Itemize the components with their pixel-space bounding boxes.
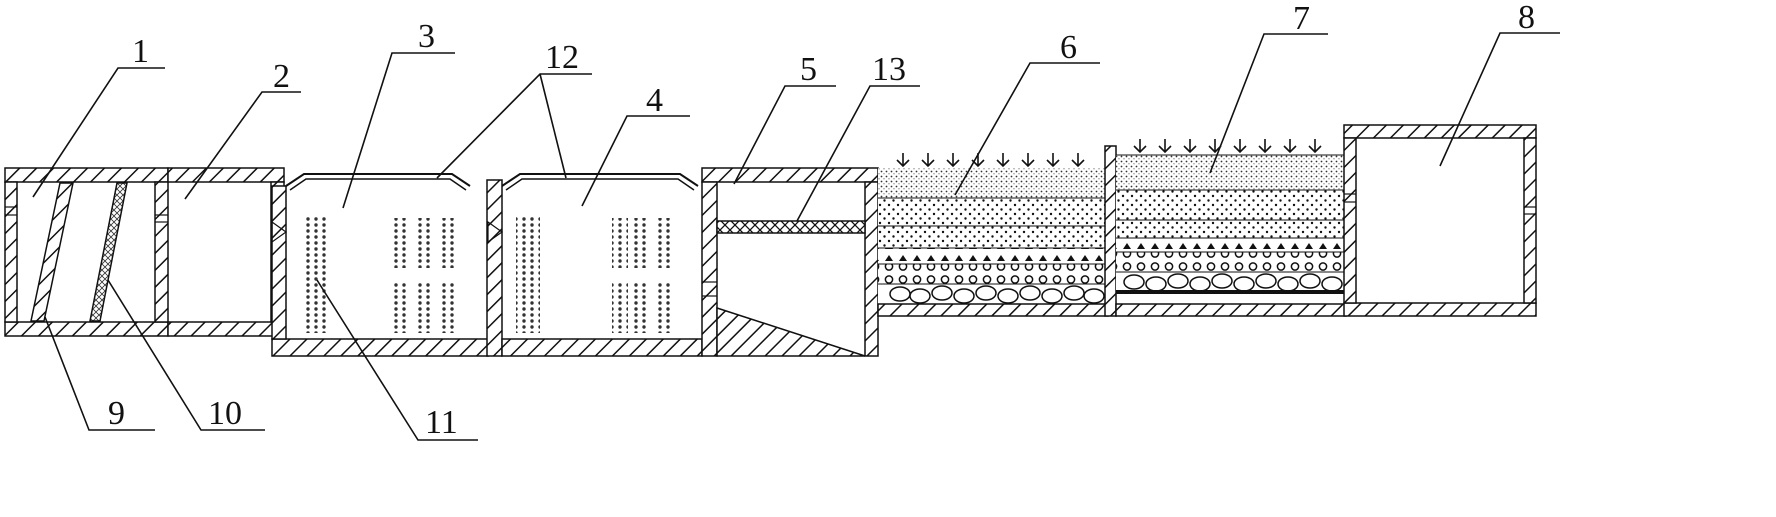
bed-partition [1104, 145, 1117, 317]
plant-arrows [896, 152, 1085, 167]
coarse-screen [30, 182, 74, 322]
sedimentation-tank [701, 167, 879, 357]
soil-layer [878, 168, 1108, 198]
label-5: 5 [800, 51, 817, 88]
label-3: 3 [418, 18, 435, 55]
biofilm-media [304, 215, 328, 333]
label-4: 4 [646, 82, 663, 119]
leader-lines [32, 32, 1560, 441]
filter-mesh-layer [716, 220, 866, 234]
label-12: 12 [545, 39, 579, 76]
clear-water-tank [1343, 124, 1537, 317]
label-2: 2 [273, 58, 290, 95]
label-8: 8 [1518, 0, 1535, 36]
anoxic-tank [271, 173, 489, 357]
label-13: 13 [872, 51, 906, 88]
regulating-tank [155, 167, 285, 337]
fine-screen [89, 182, 128, 322]
screen-tank [4, 167, 169, 337]
label-1: 1 [132, 33, 149, 70]
divider-wall [486, 179, 504, 357]
label-11: 11 [425, 404, 458, 441]
label-7: 7 [1293, 0, 1310, 37]
aerobic-tank [501, 173, 703, 357]
label-10: 10 [208, 395, 242, 432]
label-9: 9 [108, 395, 125, 432]
part-labels: 1 2 3 12 4 5 13 6 7 8 9 10 11 [108, 0, 1535, 441]
label-6: 6 [1060, 29, 1077, 66]
wetland-bed-2 [1115, 138, 1347, 317]
wetland-bed-1 [877, 152, 1109, 317]
